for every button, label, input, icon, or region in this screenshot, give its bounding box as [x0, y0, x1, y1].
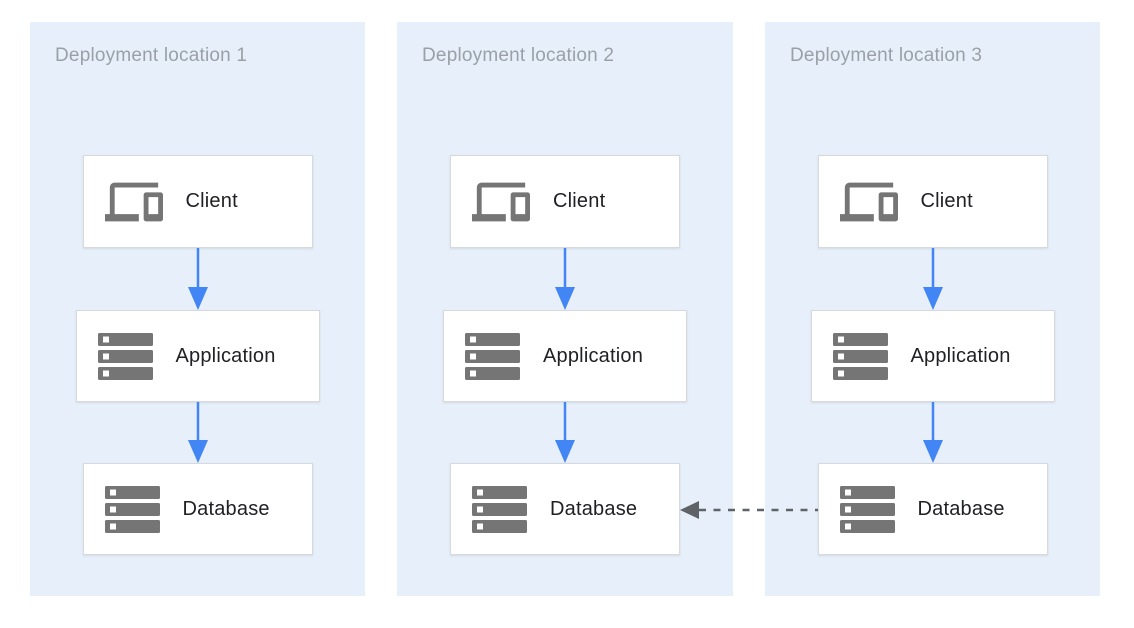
server-stack-icon: [839, 485, 895, 533]
database-node: Database: [817, 463, 1048, 555]
application-node: Application: [810, 310, 1055, 402]
down-arrow: [922, 402, 943, 463]
node-label: Client: [553, 190, 606, 212]
panel-title: Deployment location 3: [790, 45, 983, 66]
node-label: Client: [920, 190, 973, 212]
node-label: Database: [550, 497, 638, 520]
server-stack-icon: [104, 485, 160, 533]
devices-icon: [104, 173, 163, 231]
dashed-replication-arrow: [680, 501, 818, 519]
application-node: Application: [443, 310, 687, 402]
panel-title: Deployment location 2: [422, 45, 615, 66]
deployment-location-1-panel: Deployment location 1 Client: [30, 22, 365, 596]
down-arrow: [555, 248, 575, 310]
devices-icon: [839, 173, 898, 231]
database-node: Database: [82, 463, 313, 555]
node-label: Database: [182, 497, 270, 520]
server-stack-icon: [97, 332, 153, 380]
server-stack-icon: [465, 332, 520, 380]
application-node: Application: [75, 310, 320, 402]
down-arrow: [187, 248, 208, 310]
down-arrow: [555, 402, 575, 463]
deployment-location-2-panel: Deployment location 2 Client: [397, 22, 733, 596]
client-node: Client: [450, 155, 680, 248]
node-label: Application: [910, 344, 1011, 367]
node-label: Application: [543, 344, 644, 367]
panel-title: Deployment location 1: [55, 45, 248, 66]
node-label: Database: [917, 497, 1005, 520]
server-stack-icon: [472, 485, 527, 533]
database-node: Database: [450, 463, 680, 555]
node-label: Application: [175, 344, 276, 367]
server-stack-icon: [832, 332, 888, 380]
deployment-location-3-panel: Deployment location 3 Client: [765, 22, 1100, 596]
devices-icon: [472, 173, 530, 231]
node-label: Client: [185, 190, 238, 212]
client-node: Client: [817, 155, 1048, 248]
client-node: Client: [82, 155, 313, 248]
down-arrow: [187, 402, 208, 463]
down-arrow: [922, 248, 943, 310]
